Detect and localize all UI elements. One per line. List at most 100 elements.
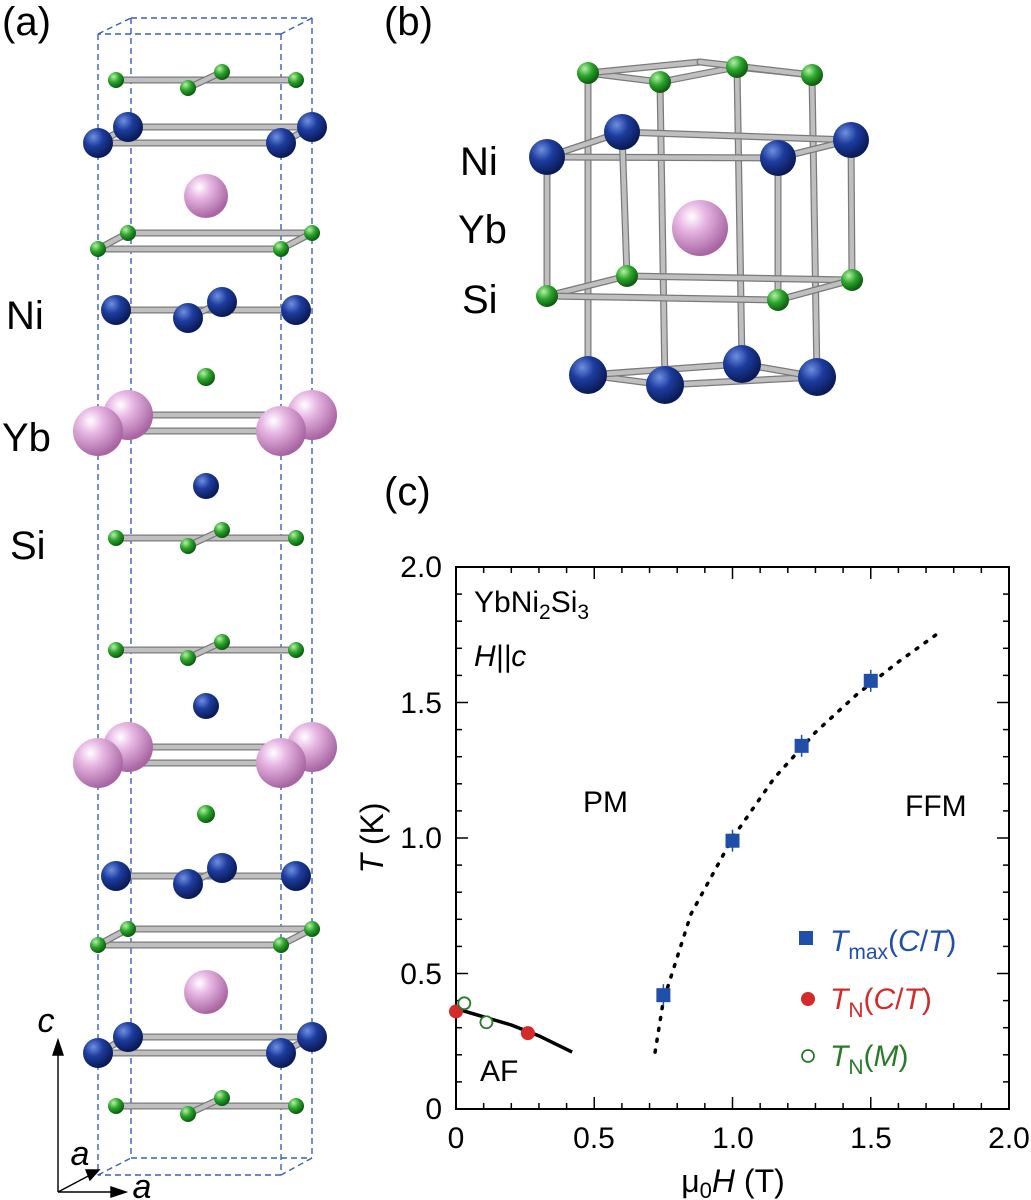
- panel-label-a: (a): [2, 0, 51, 44]
- si-atom: [180, 80, 196, 96]
- region-pm: PM: [583, 786, 628, 819]
- si-atom: [288, 642, 304, 658]
- label-yb-b: Yb: [458, 208, 507, 252]
- si-atom: [726, 56, 748, 78]
- axis-a2-label: a: [133, 1168, 152, 1200]
- bond: [657, 64, 740, 85]
- ni-atom: [281, 861, 311, 891]
- yb-atom: [184, 970, 228, 1014]
- x-tick-label-4: 2.0: [988, 1122, 1030, 1155]
- legend-label-tn-m: TN(M): [830, 1040, 909, 1079]
- ni-atom: [113, 1022, 143, 1052]
- y-tick-label-0: 0: [425, 1093, 442, 1126]
- bond: [624, 273, 855, 283]
- ni-atom: [266, 1038, 296, 1068]
- bond: [809, 72, 820, 380]
- af-boundary-curve: [455, 1007, 573, 1054]
- si-atom: [120, 225, 136, 241]
- bond: [544, 154, 781, 161]
- crystal-structure-a: c a a: [38, 17, 337, 1200]
- yb-atom: [184, 174, 228, 218]
- ni-atom: [281, 295, 311, 325]
- guide-curves: [455, 630, 942, 1054]
- si-atom: [536, 285, 558, 307]
- si-atom: [288, 530, 304, 546]
- ni-atom: [207, 853, 237, 883]
- ni-atom: [101, 295, 131, 325]
- si-atom: [304, 225, 320, 241]
- si-atom: [90, 937, 106, 953]
- bond: [775, 277, 855, 303]
- si-atom: [120, 921, 136, 937]
- si-atom: [577, 62, 599, 84]
- si-atom: [767, 289, 789, 311]
- ni-atom: [173, 869, 203, 899]
- data-points: [449, 669, 878, 1041]
- si-atom: [197, 805, 215, 823]
- sample-label: YbNi2Si3: [474, 586, 589, 624]
- point-tn-m: [457, 996, 472, 1011]
- si-atom: [288, 72, 304, 88]
- axis-ticks: [455, 566, 1010, 1110]
- si-atom: [649, 71, 671, 93]
- si-atom: [288, 1098, 304, 1114]
- si-atom: [197, 368, 215, 386]
- si-atom: [616, 265, 638, 287]
- ni-atom: [833, 122, 869, 158]
- unit-cell-outline: [97, 17, 313, 1176]
- si-atom: [304, 921, 320, 937]
- legend: Tmax(C/T) TN(C/T) TN(M): [799, 925, 956, 1079]
- ni-atom: [297, 1022, 327, 1052]
- ni-atom: [101, 861, 131, 891]
- region-ffm: FFM: [905, 790, 967, 823]
- y-tick-label-1: 0.5: [400, 958, 442, 991]
- ni-atom: [569, 356, 607, 394]
- x-axis-label: μ0H (T): [681, 1163, 785, 1200]
- bond: [619, 129, 854, 143]
- y-tick-label-3: 1.5: [400, 687, 442, 720]
- label-ni-b: Ni: [460, 140, 498, 184]
- bond: [544, 293, 781, 303]
- bond: [619, 129, 630, 279]
- si-atom: [108, 530, 124, 546]
- si-atom: [214, 634, 230, 650]
- axis-c-label: c: [38, 1002, 55, 1040]
- ni-atom: [604, 114, 640, 150]
- x-tick-label-2: 1.0: [712, 1122, 754, 1155]
- ni-atom: [646, 366, 684, 404]
- si-atom: [214, 1090, 230, 1106]
- si-atom: [273, 241, 289, 257]
- label-si-a: Si: [10, 524, 46, 568]
- si-atom: [108, 1098, 124, 1114]
- ni-atom: [798, 358, 836, 396]
- ni-atom: [529, 139, 565, 175]
- yb-atom: [256, 738, 306, 788]
- ni-atom: [193, 693, 219, 719]
- crystal-structure-b: [529, 56, 869, 404]
- ni-atom: [297, 112, 327, 142]
- x-tick-label-1: 0.5: [573, 1122, 615, 1155]
- region-af: AF: [480, 1055, 518, 1088]
- ni-atom: [760, 140, 796, 176]
- label-si-b: Si: [462, 278, 498, 322]
- si-atom: [180, 1106, 196, 1122]
- ni-atom: [83, 1038, 113, 1068]
- yb-atom: [73, 406, 123, 456]
- point-tn-m: [479, 1015, 494, 1030]
- ni-atom: [83, 128, 113, 158]
- bond: [585, 59, 703, 76]
- axis-triad: [52, 1037, 129, 1198]
- panel-label-c: (c): [384, 470, 431, 514]
- yb-atom: [73, 738, 123, 788]
- ni-atom: [266, 128, 296, 158]
- legend-marker-tn-m: [801, 1049, 815, 1063]
- y-axis-label: T (K): [354, 802, 390, 873]
- ni-atom: [723, 345, 761, 383]
- si-atom: [180, 538, 196, 554]
- bond: [544, 273, 630, 299]
- ni-atom: [113, 112, 143, 142]
- bond: [734, 64, 745, 367]
- bond: [848, 137, 855, 283]
- panel-label-b: (b): [384, 0, 433, 44]
